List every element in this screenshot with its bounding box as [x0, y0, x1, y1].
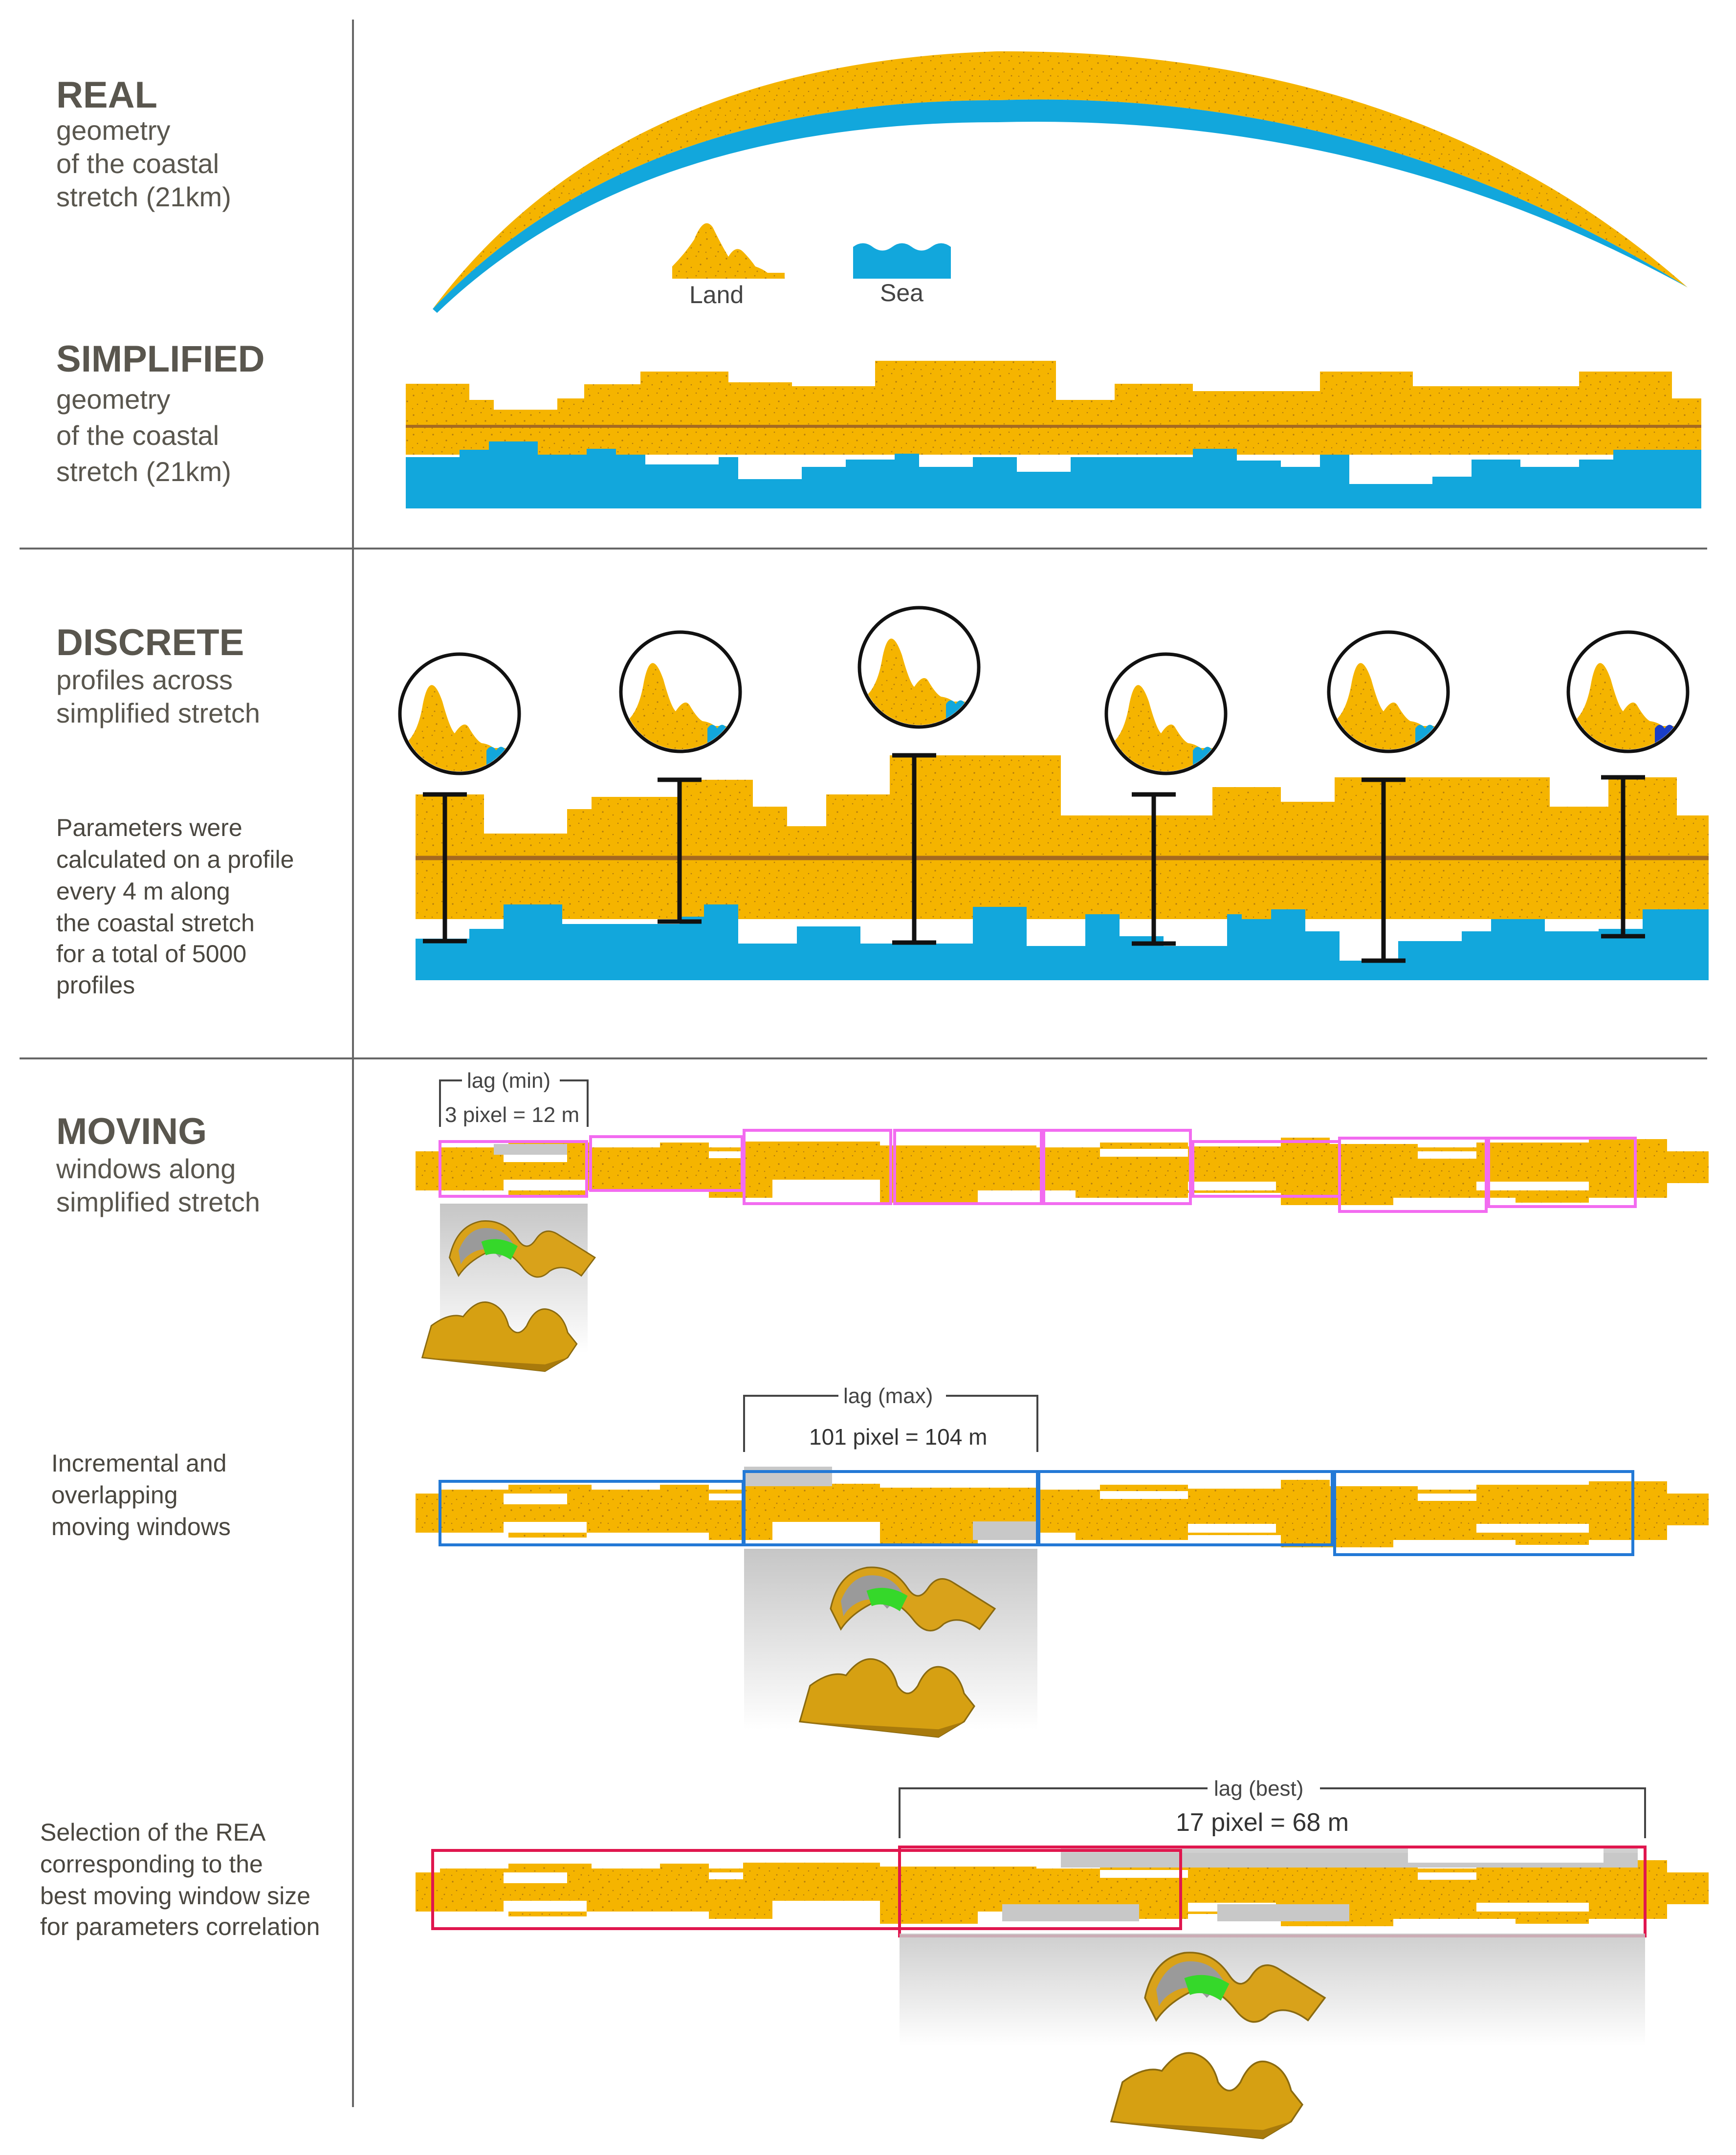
lag-best-bracket	[899, 1787, 1646, 1838]
moving-sub-2: simplified stretch	[56, 1187, 260, 1217]
profile-bar	[1362, 777, 1406, 963]
profile-magnifiers	[398, 606, 1690, 775]
moving-window	[1338, 1137, 1488, 1213]
strip-land	[416, 1138, 1709, 1205]
moving-window	[1042, 1129, 1192, 1205]
lag-min-value: 3 pixel = 12 m	[445, 1103, 579, 1127]
moving-strip-max	[416, 1467, 1709, 1556]
discrete-note-1: Parameters were	[56, 814, 242, 841]
real-sub-3: stretch (21km)	[56, 181, 231, 212]
strip-land	[416, 1480, 1709, 1547]
incremental-text-1: Incremental and	[51, 1450, 227, 1477]
selection-text-2: corresponding to the	[40, 1850, 263, 1878]
real-sub-1: geometry	[56, 115, 170, 146]
simplified-strip	[406, 361, 1701, 508]
profile-magnifier-icon	[857, 606, 981, 729]
discrete-strip	[416, 755, 1709, 980]
profile-magnifier-icon	[1566, 630, 1690, 753]
moving-strip-best	[416, 1846, 1709, 1937]
discrete-note-3: every 4 m along	[56, 878, 230, 905]
profile-bars	[423, 753, 1645, 963]
simplified-heading: SIMPLIFIED	[56, 338, 264, 380]
simplified-sub-2: of the coastal	[56, 420, 219, 451]
land-icon	[672, 223, 785, 279]
moving-strip-min	[416, 1129, 1709, 1213]
moving-sub-1: windows along	[56, 1153, 236, 1184]
discrete-note-2: calculated on a profile	[56, 846, 294, 873]
lag-min-label: lag (min)	[467, 1069, 550, 1093]
lag-max-value: 101 pixel = 104 m	[809, 1424, 987, 1450]
real-heading: REAL	[56, 74, 157, 116]
selection-text-1: Selection of the REA	[40, 1819, 266, 1846]
profile-magnifier-icon	[1327, 630, 1450, 753]
real-coast-arc	[433, 51, 1688, 313]
discrete-note-6: profiles	[56, 971, 135, 999]
selection-text-3: best moving window size	[40, 1882, 310, 1910]
incremental-text-2: overlapping	[51, 1481, 178, 1509]
lag-max-label: lag (max)	[843, 1384, 933, 1408]
profile-magnifier-icon	[619, 630, 742, 753]
moving-window	[439, 1140, 588, 1198]
lag-max-bracket	[743, 1395, 1038, 1452]
simplified-sub-1: geometry	[56, 384, 170, 415]
discrete-note-4: the coastal stretch	[56, 909, 255, 937]
selection-text-4: for parameters correlation	[40, 1913, 320, 1940]
moving-window	[1333, 1470, 1634, 1556]
discrete-heading: DISCRETE	[56, 622, 244, 663]
moving-window	[893, 1129, 1043, 1205]
discrete-sub-1: profiles across	[56, 664, 233, 695]
terrain-3d-icon	[798, 1566, 996, 1738]
profile-bar	[892, 753, 936, 945]
moving-window	[1487, 1137, 1637, 1208]
profile-bar	[1601, 775, 1645, 939]
sea-label: Sea	[880, 279, 923, 307]
lag-best-label: lag (best)	[1214, 1777, 1303, 1801]
moving-window	[589, 1135, 744, 1192]
lag-min-bracket	[439, 1079, 589, 1127]
profile-bar	[658, 777, 702, 924]
moving-window	[743, 1129, 892, 1205]
moving-heading: MOVING	[56, 1111, 207, 1152]
sea-icon	[853, 243, 951, 279]
real-sub-2: of the coastal	[56, 148, 219, 179]
terrain-3d-icon	[1110, 1952, 1326, 2139]
simplified-sub-3: stretch (21km)	[56, 456, 231, 487]
discrete-note-5: for a total of 5000	[56, 940, 246, 968]
profile-bar	[423, 792, 467, 944]
moving-window	[1037, 1470, 1334, 1546]
profile-magnifier-icon	[1104, 652, 1228, 775]
discrete-sub-2: simplified stretch	[56, 698, 260, 728]
profile-magnifier-icon	[398, 652, 521, 775]
profile-bar	[1132, 792, 1176, 946]
lag-best-value: 17 pixel = 68 m	[1176, 1808, 1349, 1837]
incremental-text-3: moving windows	[51, 1513, 231, 1540]
land-label: Land	[689, 281, 744, 308]
terrain-3d-icon	[421, 1220, 596, 1372]
